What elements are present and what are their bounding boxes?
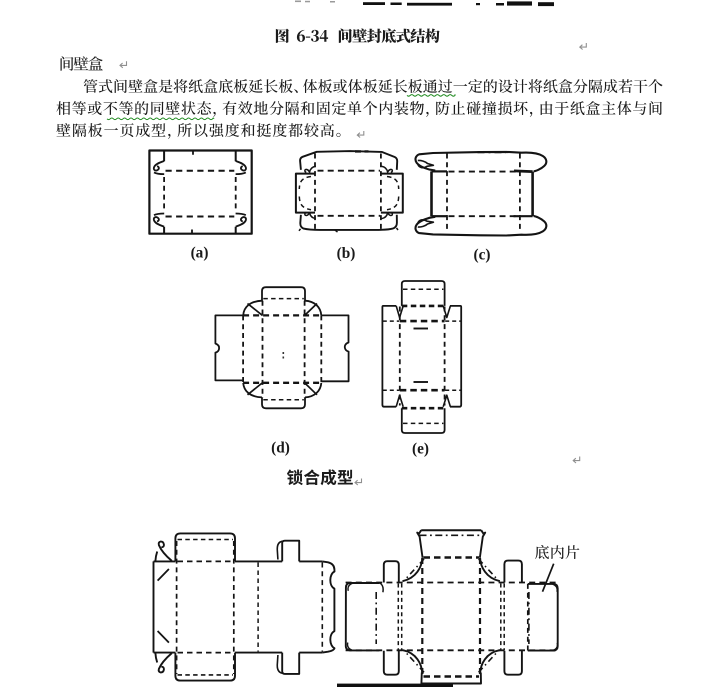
svg-text:(b): (b) [337,245,356,262]
svg-text:(e): (e) [412,441,429,458]
svg-text:(a): (a) [191,245,209,262]
svg-text:(c): (c) [474,247,491,264]
svg-text:(d): (d) [271,440,290,457]
